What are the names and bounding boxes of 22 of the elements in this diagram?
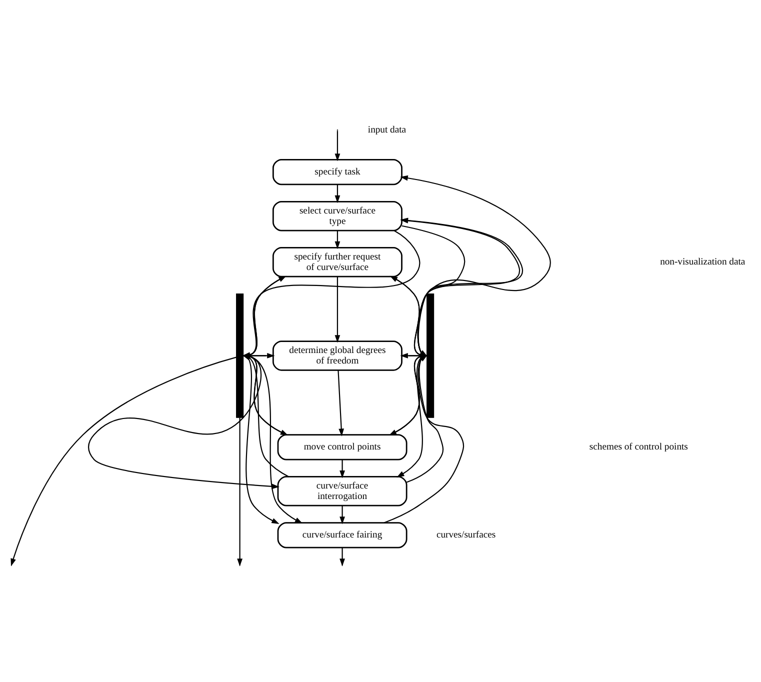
arrow [338, 370, 344, 436]
node-bar [236, 292, 244, 418]
label: input data [368, 124, 406, 136]
arrow [334, 184, 340, 203]
node-bar [426, 292, 434, 418]
arrow [334, 130, 340, 161]
node-box: curve/surface fairing [277, 522, 408, 548]
arrow [334, 230, 340, 249]
label: curves/surfaces [436, 529, 496, 540]
node-box: specify task [272, 158, 402, 185]
arrow [340, 459, 345, 478]
arrow [340, 505, 345, 524]
arrow [334, 276, 340, 342]
node-box: select curve/surface type [272, 200, 402, 231]
arrow [244, 354, 280, 524]
node-box: determine global degrees of freedom [272, 340, 402, 370]
arrow [244, 354, 303, 524]
node-box: specify further request of curve/surface [272, 246, 402, 277]
label: schemes of control points [589, 441, 688, 452]
node-box: move control points [277, 434, 408, 460]
label: non-visualization data [660, 256, 746, 268]
node-box: curve/surface interrogation [277, 476, 408, 506]
